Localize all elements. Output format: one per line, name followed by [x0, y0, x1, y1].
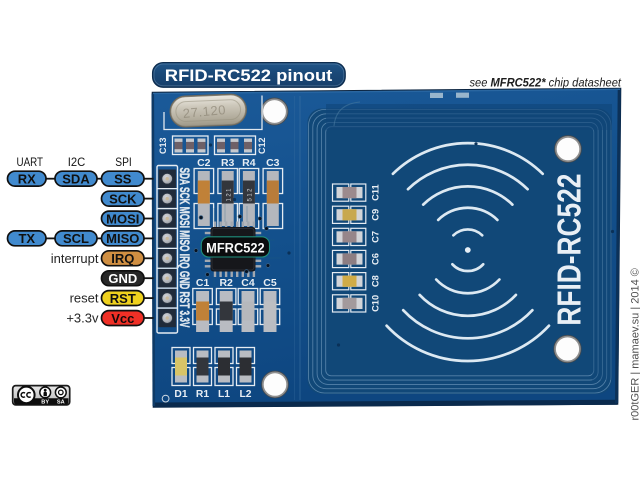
svg-text:C2: C2: [197, 157, 211, 169]
svg-text:MOSI: MOSI: [106, 211, 139, 226]
svg-text:R3: R3: [221, 157, 235, 169]
svg-text:L1: L1: [218, 389, 230, 400]
svg-text:SA: SA: [57, 400, 65, 406]
svg-text:reset: reset: [70, 291, 99, 306]
svg-text:MFRC522: MFRC522: [206, 241, 265, 257]
svg-text:C13: C13: [158, 137, 168, 154]
svg-text:C8: C8: [371, 275, 381, 287]
svg-text:C4: C4: [241, 277, 255, 289]
svg-text:C5: C5: [263, 277, 277, 289]
svg-text:SDA: SDA: [62, 172, 90, 187]
svg-text:IRQ: IRQ: [111, 251, 134, 266]
svg-text:C12: C12: [257, 137, 267, 154]
svg-text:C7: C7: [371, 231, 381, 243]
svg-text:D1: D1: [174, 389, 187, 400]
svg-text:RX: RX: [18, 172, 36, 187]
svg-text:R1: R1: [196, 389, 209, 400]
svg-text:RST: RST: [110, 291, 136, 306]
svg-text:R2: R2: [219, 277, 233, 289]
svg-text:RFID-RC522 pinout: RFID-RC522 pinout: [165, 66, 333, 85]
svg-text:RFID-RC522: RFID-RC522: [551, 174, 588, 326]
svg-text:SS: SS: [114, 172, 132, 187]
svg-text:BY: BY: [41, 400, 49, 406]
svg-text:C1: C1: [196, 277, 210, 289]
svg-text:C6: C6: [371, 253, 381, 265]
svg-text:Vcc: Vcc: [111, 311, 134, 326]
svg-text:+3.3v: +3.3v: [66, 310, 99, 325]
svg-text:SPI: SPI: [115, 155, 132, 169]
svg-text:121: 121: [227, 188, 233, 202]
svg-text:R4: R4: [242, 157, 256, 169]
svg-text:UART: UART: [17, 155, 44, 169]
svg-text:I2C: I2C: [68, 155, 86, 169]
svg-text:SCK: SCK: [109, 191, 137, 206]
svg-text:see MFRC522* chip datasheet: see MFRC522* chip datasheet: [470, 77, 622, 90]
svg-text:27.120: 27.120: [182, 102, 227, 121]
svg-text:512: 512: [248, 188, 254, 202]
svg-text:C9: C9: [371, 209, 381, 221]
svg-text:r00tGER | mamaev.su | 2014 ©: r00tGER | mamaev.su | 2014 ©: [629, 268, 640, 420]
svg-text:SCL: SCL: [63, 231, 89, 246]
svg-text:L2: L2: [239, 389, 251, 400]
svg-text:C3: C3: [266, 157, 280, 169]
svg-text:SDA SCK MOSI MISO IRQ GND RST: SDA SCK MOSI MISO IRQ GND RST 3.3V: [177, 168, 192, 328]
svg-text:GND: GND: [108, 271, 137, 286]
svg-text:interrupt: interrupt: [51, 251, 99, 266]
svg-text:MISO: MISO: [106, 231, 139, 246]
svg-text:C11: C11: [371, 184, 381, 201]
svg-text:C10: C10: [371, 295, 381, 312]
svg-text:TX: TX: [18, 231, 35, 246]
